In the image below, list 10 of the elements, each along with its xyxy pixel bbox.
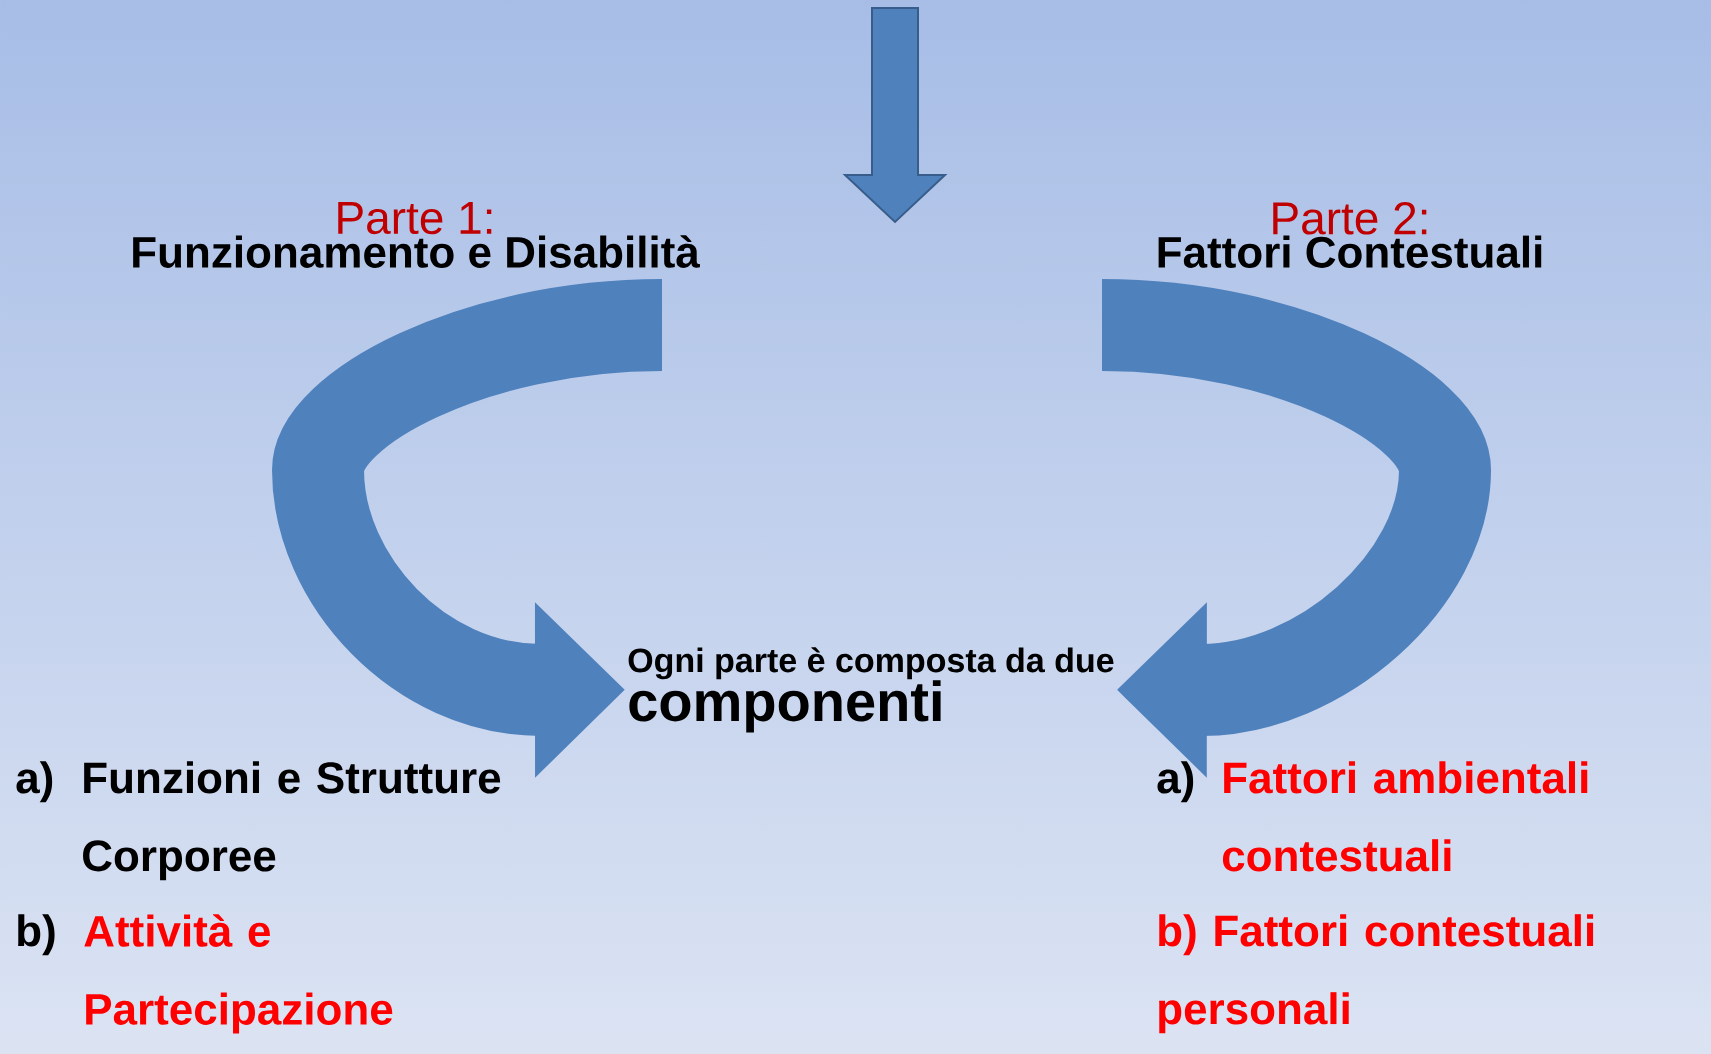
list-item: a) [16, 761, 53, 803]
list-item: Attività e Partecipazione [84, 914, 393, 1034]
center-text: Ogni parte è composta da due componenti [628, 647, 1114, 733]
heading: Parte 1: Funzionamento e Disabilità [133, 202, 700, 268]
list-item: b) [18, 914, 55, 956]
list-item: Funzioni e Strutture Corporee [83, 761, 501, 881]
list-item: a) [1157, 761, 1194, 803]
list-item: b) Fattori contestuali personali [1159, 914, 1594, 1034]
heading: Parte 2: Fattori Contestuali [1158, 202, 1542, 268]
list-item: Fattori ambientali contestuali [1222, 761, 1588, 872]
